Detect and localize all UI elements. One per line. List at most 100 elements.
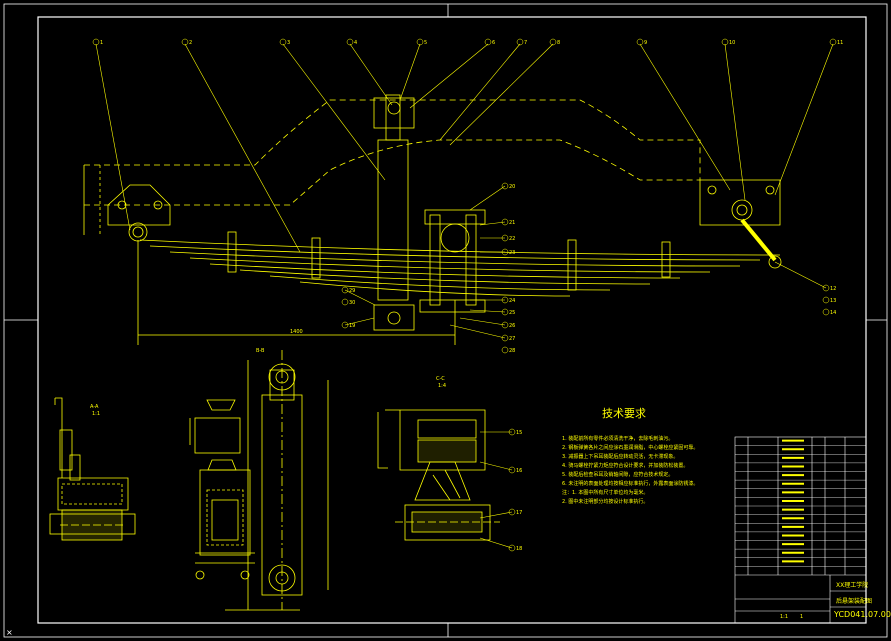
bom-row-text-mark — [782, 465, 804, 468]
balloon-side-25-circle — [501, 308, 509, 316]
section-b-b-view — [189, 350, 329, 611]
balloon-section-16: 16 — [516, 468, 522, 474]
section-c-label: C-C — [436, 376, 445, 382]
bom-row-text-mark — [782, 543, 804, 546]
balloon-side-20-circle — [501, 182, 509, 190]
balloon-top-5: 5 — [424, 40, 427, 46]
balloon-side-21: 21 — [509, 220, 515, 226]
balloon-top-4: 4 — [354, 40, 357, 46]
shock-absorber-body — [377, 139, 409, 301]
u-bolt-right — [465, 214, 477, 306]
frame-rail-outline — [84, 99, 701, 206]
rear-shackle-bracket — [699, 179, 781, 226]
bom-row-text-mark — [782, 525, 804, 528]
balloon-top-8: 8 — [557, 40, 560, 46]
balloon-section-17: 17 — [516, 510, 522, 516]
balloon-leaders-side — [344, 185, 827, 339]
bom-row-text-mark — [782, 560, 804, 563]
balloon-side-27-circle — [501, 334, 509, 342]
tech-requirement-item: 3. 减振器上下吊耳装配后应转动灵活，无卡滞现象。 — [562, 454, 679, 460]
bom-rows — [735, 439, 866, 567]
balloon-top-1-circle — [92, 38, 100, 46]
balloons-side: 20 21 22 23 24 25 26 27 28 29 30 19 12 13 14 — [341, 182, 836, 354]
balloon-side-14: 14 — [830, 310, 836, 316]
tech-requirement-item: 5. 装配后检查吊耳及销轴间隙，应符合技术规定。 — [562, 472, 674, 478]
balloon-side-22: 22 — [509, 236, 515, 242]
balloon-side-20: 20 — [509, 184, 515, 190]
balloon-side-12-circle — [822, 284, 830, 292]
section-a-scale: 1:1 — [92, 411, 100, 417]
balloon-side-29-circle — [341, 286, 349, 294]
balloon-top-5-circle — [416, 38, 424, 46]
tech-requirement-item: 2. 钢板弹簧各片之间应涂石墨润滑脂，中心螺栓应紧固可靠。 — [562, 445, 699, 451]
balloon-side-28: 28 — [509, 348, 515, 354]
balloon-top-9: 9 — [644, 40, 647, 46]
balloon-side-24: 24 — [509, 298, 515, 304]
bom-row-text-mark — [782, 474, 804, 477]
balloon-side-14-circle — [822, 308, 830, 316]
balloon-top-6: 6 — [492, 40, 495, 46]
title-block-name: 后悬架装配图 — [836, 598, 873, 605]
balloon-side-13-circle — [822, 296, 830, 304]
balloon-side-24-circle — [501, 296, 509, 304]
balloon-side-25: 25 — [509, 310, 515, 316]
section-a-a-view — [49, 397, 136, 541]
balloon-side-27: 27 — [509, 336, 515, 342]
balloon-top-10-circle — [721, 38, 729, 46]
svg-text:×: × — [6, 628, 13, 637]
bom-row-text-mark — [782, 551, 804, 554]
tech-requirement-item: 6. 未注明的表面处理均按相应标准执行，外露表面涂防锈漆。 — [562, 481, 699, 487]
balloon-side-23-circle — [501, 248, 509, 256]
balloon-top-1: 1 — [100, 40, 103, 46]
title-block-scale: 1:1 — [780, 614, 789, 620]
balloon-top-2-circle — [181, 38, 189, 46]
balloon-top-3-circle — [279, 38, 287, 46]
balloon-section-17-circle — [508, 508, 516, 516]
bom-row-text-mark — [782, 482, 804, 485]
balloon-side-26: 26 — [509, 323, 515, 329]
main-elevation-view — [83, 94, 782, 345]
balloon-side-30: 30 — [349, 300, 355, 306]
bom-row-text-mark — [782, 448, 804, 451]
bom-row-text-mark — [782, 508, 804, 511]
bom-row-text-mark — [782, 456, 804, 459]
balloon-top-11-circle — [829, 38, 837, 46]
u-bolt-left — [429, 214, 441, 306]
outer-border — [3, 3, 888, 638]
bom-row-text-mark — [782, 500, 804, 502]
balloon-side-21-circle — [501, 218, 509, 226]
balloon-top-11: 11 — [837, 40, 843, 46]
balloon-side-28-circle — [501, 346, 509, 354]
balloon-side-26-circle — [501, 321, 509, 329]
title-block-sheet: 1 — [800, 614, 804, 620]
section-c-c-view — [377, 409, 500, 541]
tech-requirement-item: 2. 图中未注明部分均按设计标准执行。 — [562, 499, 649, 505]
balloon-side-12: 12 — [830, 286, 836, 292]
balloon-side-19: 19 — [349, 323, 355, 329]
balloon-top-4-circle — [346, 38, 354, 46]
balloon-side-23: 23 — [509, 250, 515, 256]
balloon-side-19-circle — [341, 321, 349, 329]
section-a-label: A-A — [90, 404, 99, 410]
balloon-top-7: 7 — [524, 40, 527, 46]
balloon-top-9-circle — [636, 38, 644, 46]
front-bracket — [107, 184, 171, 226]
balloon-top-10: 10 — [729, 40, 735, 46]
balloon-section-18-circle — [508, 544, 516, 552]
balloon-top-7-circle — [516, 38, 524, 46]
balloon-top-8-circle — [549, 38, 557, 46]
balloon-side-29: 29 — [349, 288, 355, 294]
balloon-top-6-circle — [484, 38, 492, 46]
title-block-drawing-no: YCD041.07.00 — [834, 610, 891, 619]
leaf-spring-stack — [139, 239, 781, 297]
balloon-side-30-circle — [341, 298, 349, 306]
tech-requirement-item: 1. 装配前所有零件必须清洗干净，去除毛刺油污。 — [562, 436, 674, 442]
bom-row-text-mark — [782, 534, 804, 537]
section-c-scale: 1:4 — [438, 383, 446, 389]
title-block-school: XX理工学院 — [836, 582, 869, 589]
tech-requirement-item: 4. 骑马螺栓拧紧力矩应符合设计要求，并加装防松装置。 — [562, 463, 689, 469]
balloon-side-13: 13 — [830, 298, 836, 304]
